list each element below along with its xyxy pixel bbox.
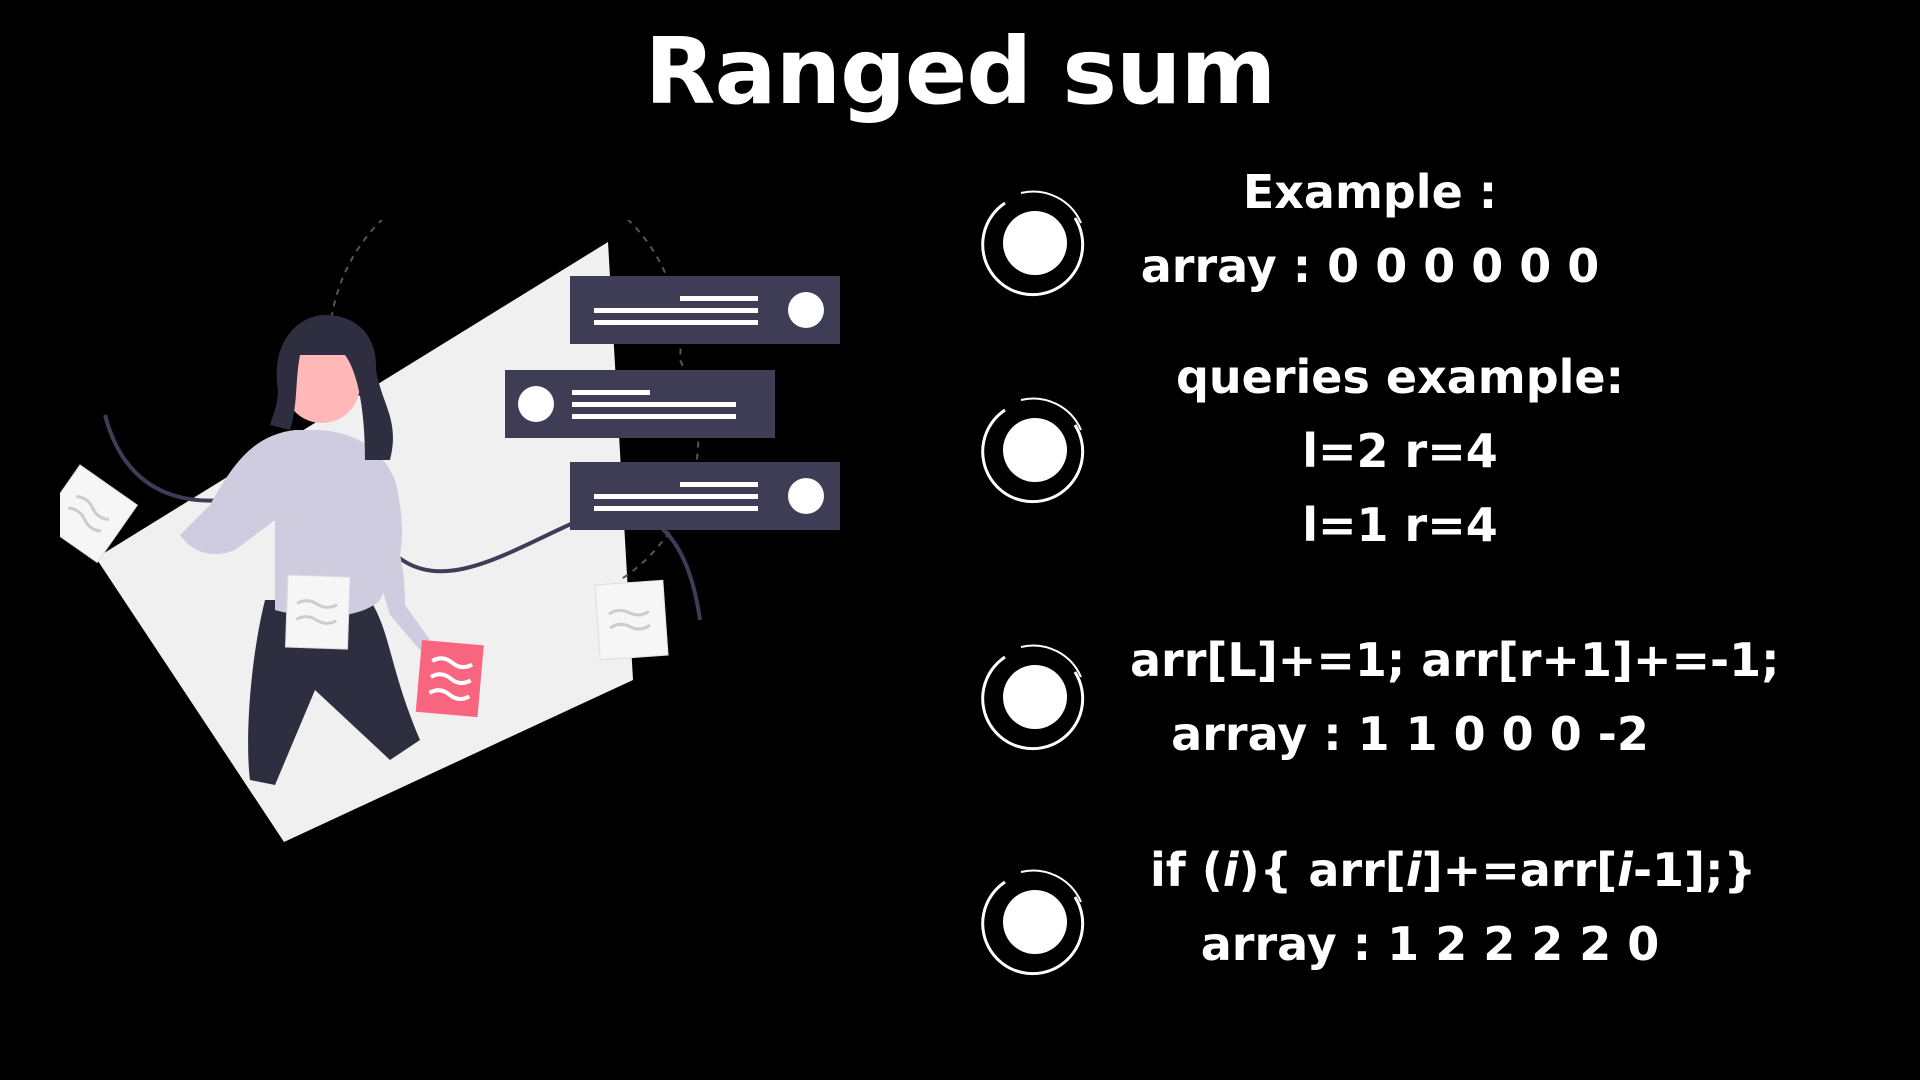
circle-target-icon — [981, 644, 1085, 751]
woman-with-notes-illustration — [60, 220, 840, 842]
section-heading: Example : — [1242, 165, 1498, 219]
section-queries: queries example: l=2 r=4 l=1 r=4 — [1150, 340, 1650, 562]
circle-target-icon — [981, 869, 1085, 976]
section-heading: queries example: — [1175, 350, 1625, 404]
section-prefix: if (i){ arr[i]+=arr[i-1];} array : 1 2 2… — [1150, 833, 1757, 981]
woman-figure — [180, 315, 484, 785]
note-paper-right — [594, 579, 669, 661]
code-line: arr[L]+=1; arr[r+1]+=-1; — [1130, 633, 1780, 687]
message-card-2 — [505, 370, 775, 438]
section-example: Example : array : 0 0 0 0 0 0 — [1140, 155, 1600, 303]
pink-note — [415, 640, 484, 718]
query-line: l=2 r=4 — [1302, 424, 1498, 478]
page-title: Ranged sum — [644, 18, 1277, 125]
message-card-3 — [570, 462, 840, 530]
note-paper-left — [60, 464, 139, 564]
array-line: array : 1 1 0 0 0 -2 — [1171, 707, 1649, 761]
circle-target-icon — [981, 190, 1085, 297]
section-update: arr[L]+=1; arr[r+1]+=-1; array : 1 1 0 0… — [1130, 623, 1780, 771]
code-line: if (i){ arr[i]+=arr[i-1];} — [1150, 843, 1757, 897]
array-line: array : 0 0 0 0 0 0 — [1140, 239, 1600, 293]
query-line: l=1 r=4 — [1302, 498, 1498, 552]
message-card-1 — [570, 276, 840, 344]
circle-target-icon — [981, 397, 1085, 504]
array-line: array : 1 2 2 2 2 0 — [1200, 917, 1660, 971]
